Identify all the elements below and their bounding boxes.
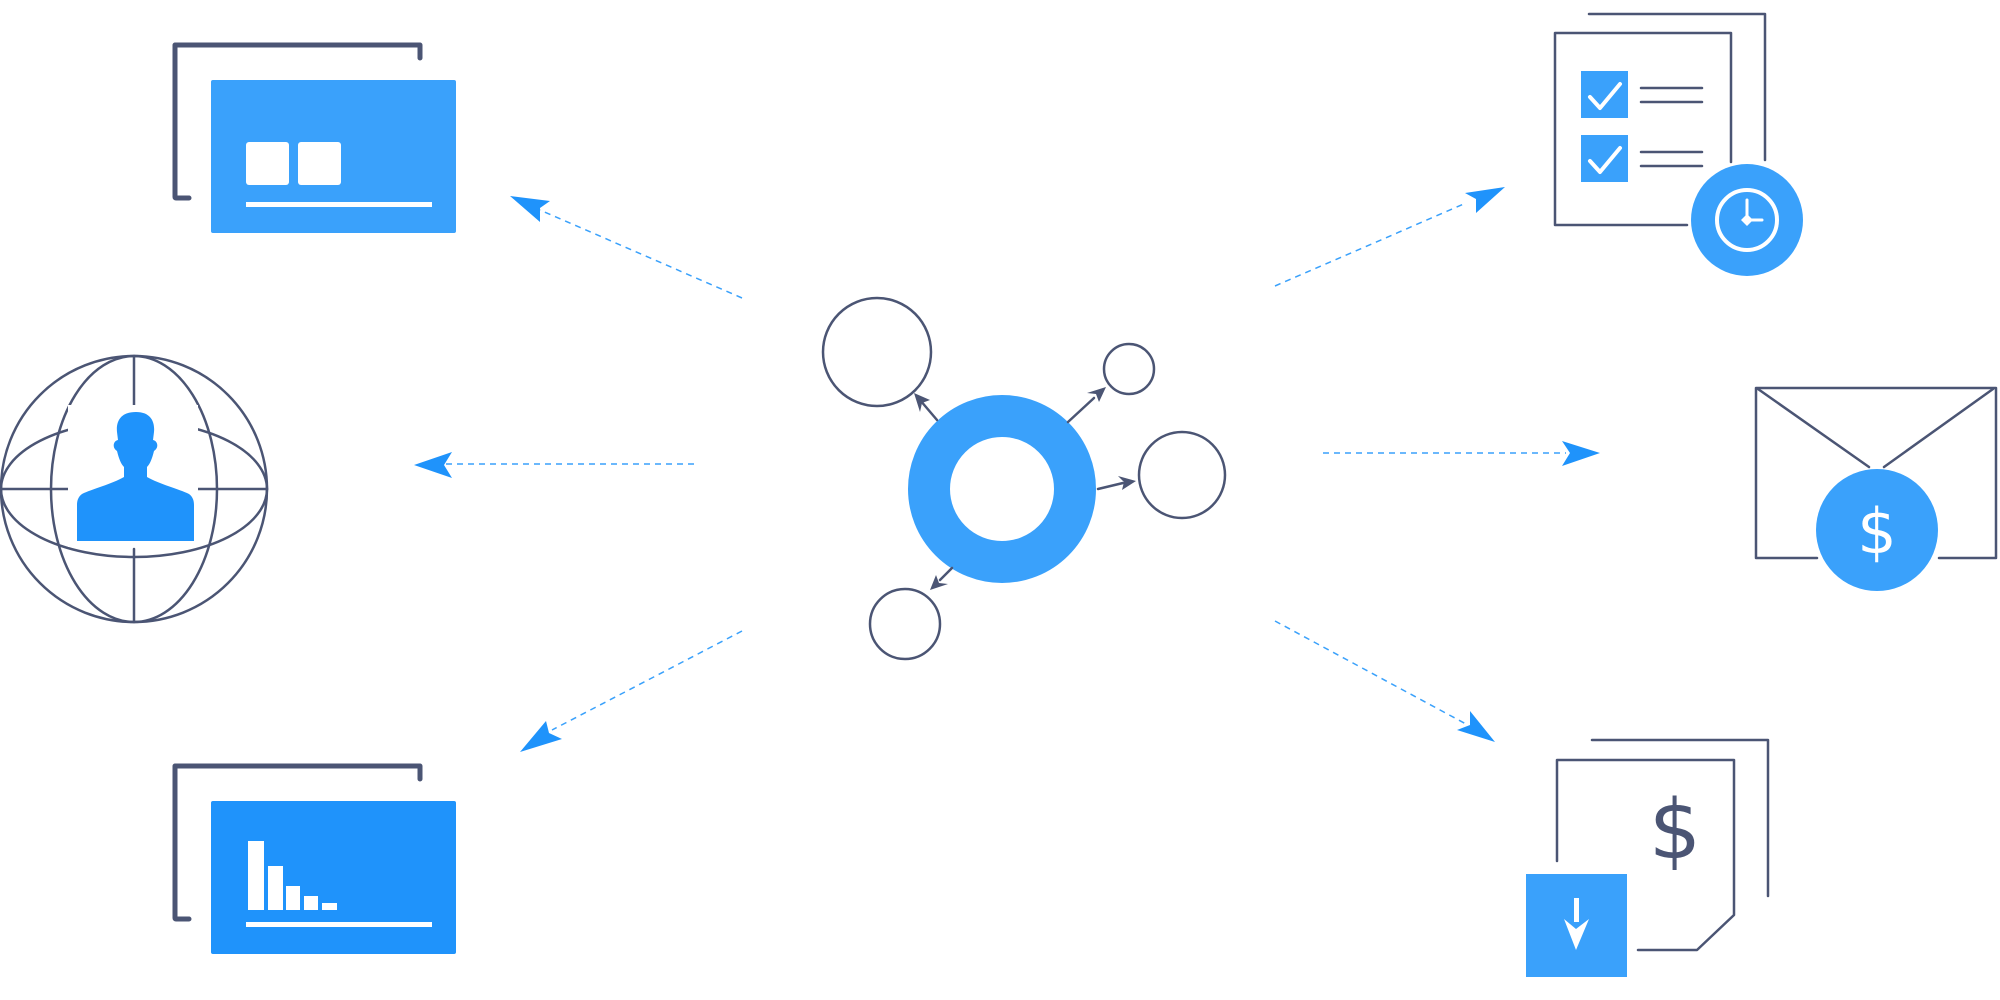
- user-silhouette-icon: [77, 412, 194, 541]
- download-arrow-icon: [1564, 898, 1589, 950]
- connector-middle-right: [1323, 441, 1600, 466]
- connector-top-left: [510, 196, 743, 299]
- connector-top-right: [1274, 187, 1505, 287]
- scheduled-checklist-icon: [1553, 12, 1803, 276]
- connector-middle-left: [414, 452, 694, 478]
- global-user-icon: [0, 354, 269, 624]
- connector-bottom-left: [520, 630, 743, 752]
- invoice-download-icon: $: [1526, 738, 1770, 977]
- clock-icon: [1691, 164, 1803, 276]
- network-hub-icon: [821, 296, 1227, 661]
- connector-bottom-right: [1274, 620, 1495, 742]
- dollar-sign-invoice: $: [1649, 783, 1701, 878]
- bar-chart-report-icon: [172, 763, 456, 954]
- dollar-sign-mail: $: [1857, 495, 1896, 568]
- dashboard-window-icon: [172, 42, 456, 233]
- payment-mail-icon: $: [1754, 386, 1998, 591]
